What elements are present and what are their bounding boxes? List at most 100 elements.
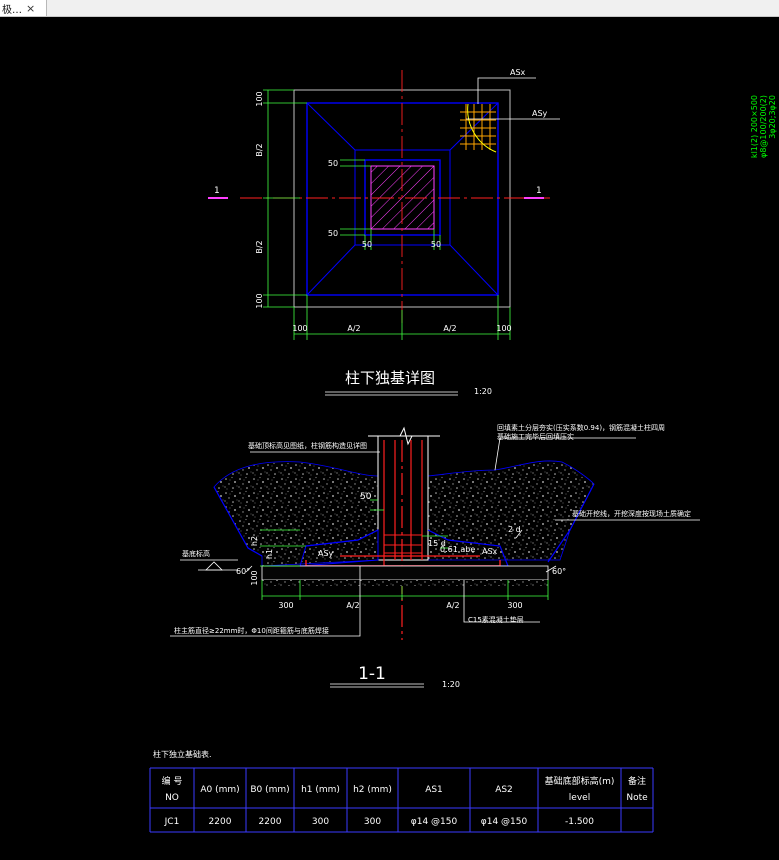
table-header-cell: AS1: [425, 785, 443, 795]
section-dim-50: 50: [360, 492, 372, 502]
section-label-asx: ASx: [482, 547, 498, 556]
table-data-cell: -1.500: [565, 817, 594, 827]
section-dim-300-left: 300: [278, 601, 293, 610]
plan-label-asx: ASx: [510, 68, 526, 77]
section-dims: [260, 499, 549, 600]
side-note: kl1(2) 200×500 φ8@100/200(2) 3φ20;3φ20: [750, 95, 777, 158]
plan-scale: 1:20: [474, 387, 492, 396]
section-dim-15d: 15 d: [428, 539, 446, 548]
note-backfill-line-1: 回填素土分层夯实(压实系数0.94)，钢筋混凝土柱四周: [497, 423, 665, 432]
cushion-layer: [261, 565, 549, 581]
section-dim-h1: h1: [265, 549, 274, 559]
side-note-line-2: φ8@100/200(2): [759, 95, 768, 158]
table-data-cell: φ14 @150: [411, 817, 458, 827]
table-header-cell: 备注: [628, 775, 646, 787]
note-backfill-line-2: 基础施工完毕后回填压实: [497, 432, 574, 441]
tab-bar: 极… ×: [0, 0, 779, 17]
plan-dim-50-group: [340, 159, 441, 250]
table-data-cell: JC1: [164, 817, 180, 827]
section-dim-100: 100: [250, 570, 259, 585]
table-data-cell: 2200: [209, 817, 232, 827]
note-column-bar: 柱主筋直径≥22mm时，Φ10间距箍筋与底筋焊接: [174, 626, 329, 635]
plan-dim-left-100-bottom: 100: [255, 293, 264, 308]
plan-dim-50-bottom-right: 50: [431, 240, 441, 249]
section-dim-a2-right: A/2: [446, 601, 459, 610]
note-base-elevation: 基底标高: [182, 549, 210, 558]
table-data-cell: 300: [364, 817, 381, 827]
section-view: 50 h2 h1 100 300 A/2 A/2 300 2 d 15 d 0.…: [170, 423, 700, 689]
section-dim-2d: 2 d: [508, 525, 521, 534]
plan-label-asy: ASy: [532, 109, 548, 118]
section-mark-label-left: 1: [214, 186, 220, 196]
tab-label: 极…: [2, 4, 22, 16]
plan-dim-bottom-a2-left: A/2: [347, 324, 360, 333]
column-break-line: [368, 426, 440, 446]
plan-dim-left-100-top: 100: [255, 91, 264, 106]
table-caption: 柱下独立基础表.: [153, 749, 212, 759]
table-header-cell: A0 (mm): [200, 785, 239, 795]
section-angle-right: 60°: [552, 567, 566, 576]
table-header-cell: level: [569, 793, 590, 803]
cad-drawing-canvas[interactable]: 1 1 100 B/2 B/2 100 100 A/2 A/2 100: [0, 16, 779, 860]
column-stirrups: [384, 534, 422, 554]
foundation-table: 柱下独立基础表. 编 号 NO A0 (mm) B0 (mm) h1 (mm) h2 (m…: [149, 749, 654, 833]
plan-leader-asx: [477, 77, 536, 104]
table-header-cell: Note: [626, 793, 648, 803]
close-icon[interactable]: ×: [26, 1, 36, 15]
column-rebars: [383, 440, 423, 640]
backfill-left: [213, 461, 379, 567]
table-grid: 编 号 NO A0 (mm) B0 (mm) h1 (mm) h2 (mm) AS1 AS2 基…: [149, 767, 654, 833]
plan-rebar-arc: [467, 103, 497, 153]
plan-dim-bottom: [293, 295, 511, 340]
base-elevation-symbol: [205, 561, 223, 571]
section-dim-061abe: 0.61 abe: [440, 545, 475, 554]
table-header-cell: h2 (mm): [353, 785, 392, 795]
plan-dim-50-top: 50: [328, 159, 338, 168]
table-header-cell: AS2: [495, 785, 513, 795]
plan-dim-50-left: 50: [328, 229, 338, 238]
table-data-cell: 300: [312, 817, 329, 827]
plan-dim-bottom-100-left: 100: [292, 324, 307, 333]
section-leaders: [170, 437, 700, 637]
plan-dim-left: [263, 89, 307, 308]
excavation-line-right: [547, 483, 595, 563]
footing-slope-right-line: [427, 529, 509, 567]
document-tab[interactable]: 极… ×: [0, 0, 47, 16]
backfill-right: [427, 460, 595, 561]
section-label-asy: ASy: [318, 549, 334, 558]
section-dim-300-right: 300: [507, 601, 522, 610]
excavation-line-left: [213, 486, 263, 557]
section-angle-left: 60°: [236, 567, 250, 576]
table-header-cell: B0 (mm): [250, 785, 289, 795]
plan-dim-left-b2-top: B/2: [255, 143, 264, 156]
section-title: 1-1: [358, 664, 386, 684]
footing-slope-left-line: [305, 529, 379, 547]
section-scale: 1:20: [442, 680, 460, 689]
note-cushion: C15素混凝土垫层: [468, 615, 524, 624]
plan-dim-bottom-a2-right: A/2: [443, 324, 456, 333]
table-data-cell: 2200: [259, 817, 282, 827]
column-outline: [377, 435, 429, 561]
plan-dim-50-bottom-left: 50: [362, 240, 372, 249]
plan-dim-bottom-100-right: 100: [496, 324, 511, 333]
plan-pedestal-outline: [364, 159, 441, 236]
table-header-cell: 基础底部标高(m): [545, 775, 615, 787]
table-header-cell: h1 (mm): [301, 785, 340, 795]
table-header-cell: NO: [165, 793, 179, 803]
table-header-cell: 编 号: [162, 775, 183, 787]
table-data-cell: φ14 @150: [481, 817, 528, 827]
section-dim-a2-left: A/2: [346, 601, 359, 610]
plan-view: 1 1 100 B/2 B/2 100 100 A/2 A/2 100: [208, 68, 560, 396]
section-dim-h2: h2: [250, 536, 259, 546]
plan-title: 柱下独基详图: [345, 369, 435, 387]
cushion-gravel: [262, 580, 548, 586]
column-bar-bend: [383, 560, 440, 567]
plan-dim-left-b2-bottom: B/2: [255, 240, 264, 253]
note-excavation: 基础开挖线，开挖深度按现场土质确定: [572, 509, 691, 518]
plan-column-hatch: [370, 165, 435, 230]
section-mark-label-right: 1: [536, 186, 542, 196]
plan-rebar-grid: [460, 104, 496, 150]
side-note-line-1: kl1(2) 200×500: [750, 95, 759, 158]
side-note-line-3: 3φ20;3φ20: [768, 95, 777, 139]
note-top: 基础顶标高见图纸，柱钢筋构造见详图: [248, 441, 367, 450]
